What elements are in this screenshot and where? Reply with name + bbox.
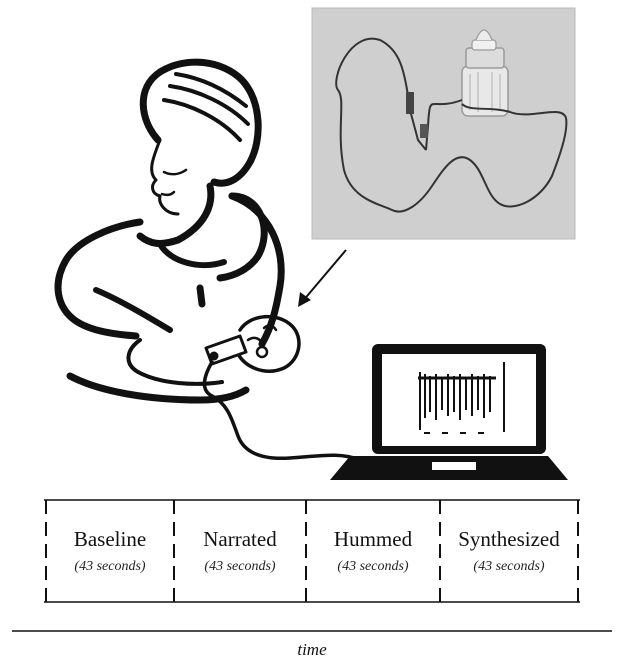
time-axis-label: time xyxy=(0,640,624,660)
phase-cell-hummed: Hummed (43 seconds) xyxy=(306,506,440,596)
phase-duration: (43 seconds) xyxy=(337,559,408,575)
phase-duration: (43 seconds) xyxy=(473,559,544,575)
phase-label: Narrated xyxy=(203,527,276,551)
phase-duration: (43 seconds) xyxy=(204,559,275,575)
phase-cell-synthesized: Synthesized (43 seconds) xyxy=(440,506,578,596)
arrow-icon xyxy=(298,250,346,307)
phase-cell-narrated: Narrated (43 seconds) xyxy=(174,506,306,596)
phase-label: Hummed xyxy=(334,527,412,551)
pacifier-bottle-photo xyxy=(312,8,575,239)
phase-cell-baseline: Baseline (43 seconds) xyxy=(46,506,174,596)
laptop-recording-icon xyxy=(330,344,568,480)
phase-label: Synthesized xyxy=(458,527,559,551)
phase-label: Baseline xyxy=(74,527,146,551)
phase-duration: (43 seconds) xyxy=(74,559,145,575)
